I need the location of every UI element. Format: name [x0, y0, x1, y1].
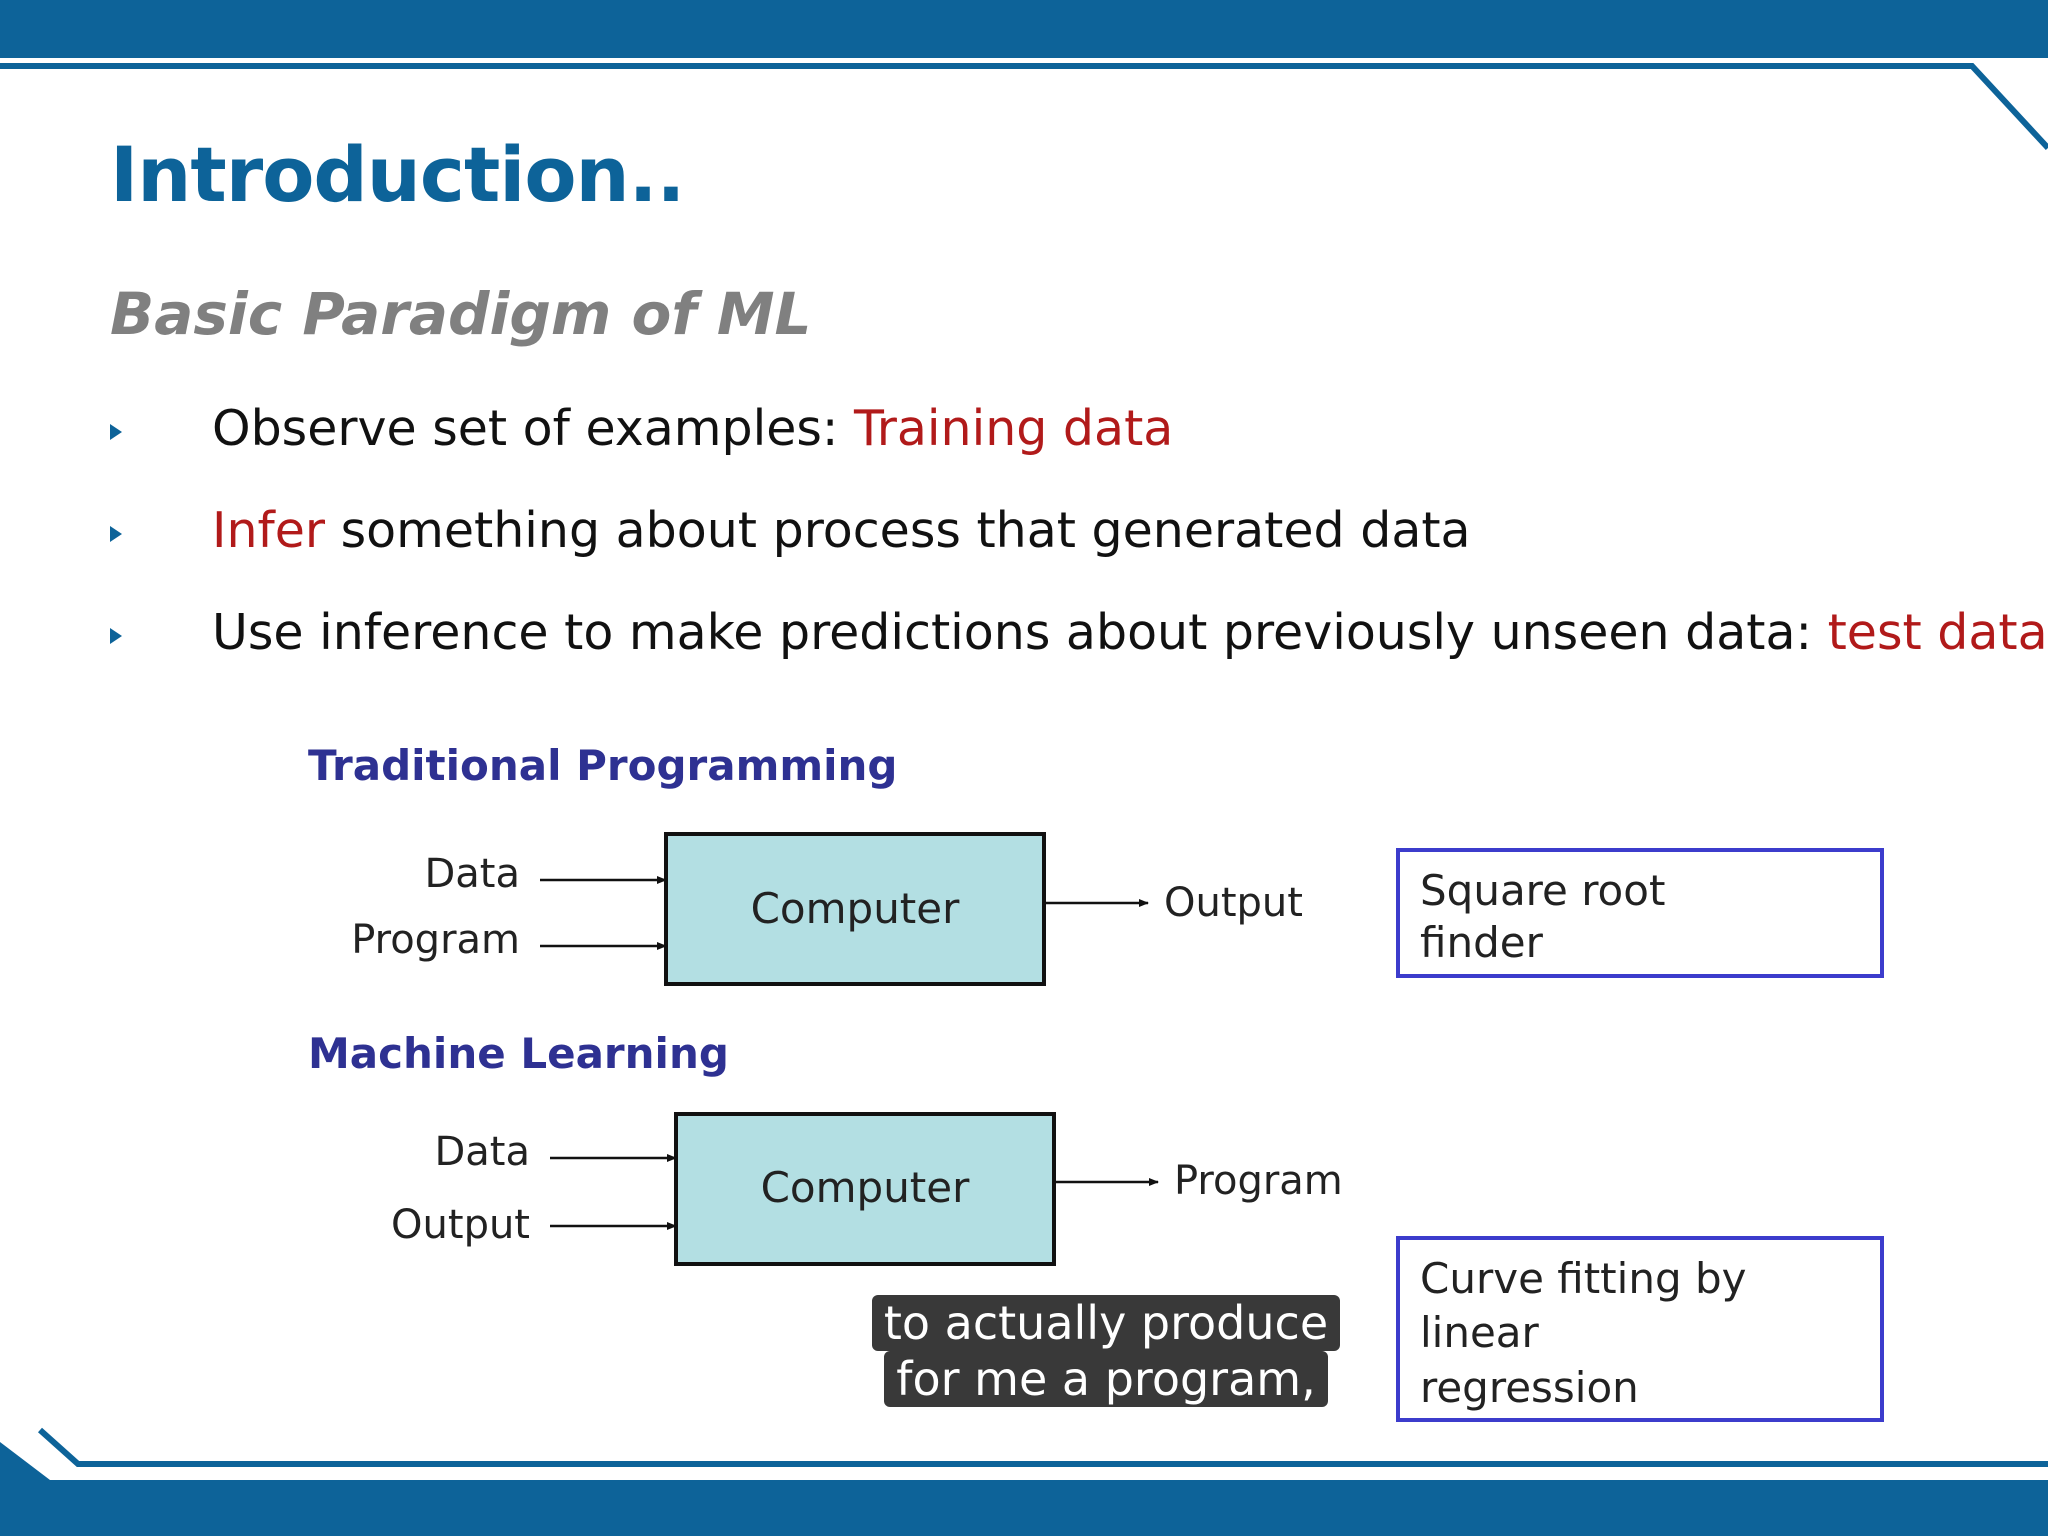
bottom-banner	[0, 1442, 2048, 1536]
bullet-item: Infer something about process that gener…	[110, 502, 2010, 604]
bullet-highlight: Infer	[212, 502, 326, 559]
caption-line: to actually produce	[871, 1295, 1341, 1351]
diagram-canvas: Traditional Programming Data Program Com…	[308, 741, 1884, 1422]
bullet-text: Use inference to make predictions about …	[212, 604, 2048, 661]
ml-example-box	[1396, 1236, 1884, 1422]
slide-subtitle: Basic Paradigm of ML	[110, 280, 812, 348]
ml-computer-box	[674, 1112, 1056, 1266]
traditional-example-box	[1396, 848, 1884, 978]
triangle-bullet-icon	[110, 424, 122, 440]
ml-input-data: Data	[434, 1129, 530, 1175]
triangle-bullet-icon	[110, 628, 122, 644]
video-caption: to actually produce for me a program,	[676, 1295, 1536, 1407]
traditional-input-data: Data	[424, 851, 520, 897]
traditional-computer-box	[664, 832, 1046, 986]
ml-computer-label: Computer	[761, 1163, 971, 1212]
bullet-segment: Use inference to make predictions about …	[212, 604, 1828, 661]
bullet-highlight: Training data	[854, 400, 1174, 457]
ml-example-line: regression	[1420, 1363, 1639, 1412]
bullet-segment: something about process that generated d…	[325, 502, 1471, 559]
bullet-list: Observe set of examples: Training data I…	[110, 400, 2048, 706]
bottom-frame-line	[37, 1427, 2048, 1467]
ml-example-line: Curve fitting by	[1420, 1254, 1746, 1303]
bullet-text: Infer something about process that gener…	[212, 502, 1471, 559]
triangle-bullet-icon	[110, 526, 122, 542]
bullet-text: Observe set of examples: Training data	[212, 400, 1173, 457]
ml-example-line: linear	[1420, 1308, 1540, 1357]
bullet-segment: Observe set of examples:	[212, 400, 855, 457]
top-frame-line	[0, 63, 2048, 151]
top-banner	[0, 0, 2048, 58]
caption-line: for me a program,	[884, 1351, 1328, 1407]
traditional-input-program: Program	[351, 917, 520, 963]
ml-input-output: Output	[391, 1202, 530, 1248]
ml-example-text: Curve fitting by linear regression	[1420, 1254, 1760, 1412]
traditional-example-text: Square root finder	[1420, 866, 1679, 967]
bullet-item: Use inference to make predictions about …	[110, 604, 2048, 706]
ml-program-label: Program	[1174, 1158, 1343, 1204]
traditional-example-line: finder	[1420, 918, 1544, 967]
traditional-computer-label: Computer	[751, 884, 961, 933]
paradigm-diagram: Traditional Programming Data Program Com…	[268, 720, 1962, 1440]
slide-title: Introduction..	[110, 130, 685, 219]
bullet-item: Observe set of examples: Training data	[110, 400, 2010, 502]
ml-heading: Machine Learning	[308, 1029, 729, 1078]
traditional-heading: Traditional Programming	[308, 741, 898, 790]
traditional-output-label: Output	[1164, 880, 1303, 926]
traditional-example-line: Square root	[1420, 866, 1665, 915]
bullet-highlight: test data.	[1827, 604, 2048, 661]
